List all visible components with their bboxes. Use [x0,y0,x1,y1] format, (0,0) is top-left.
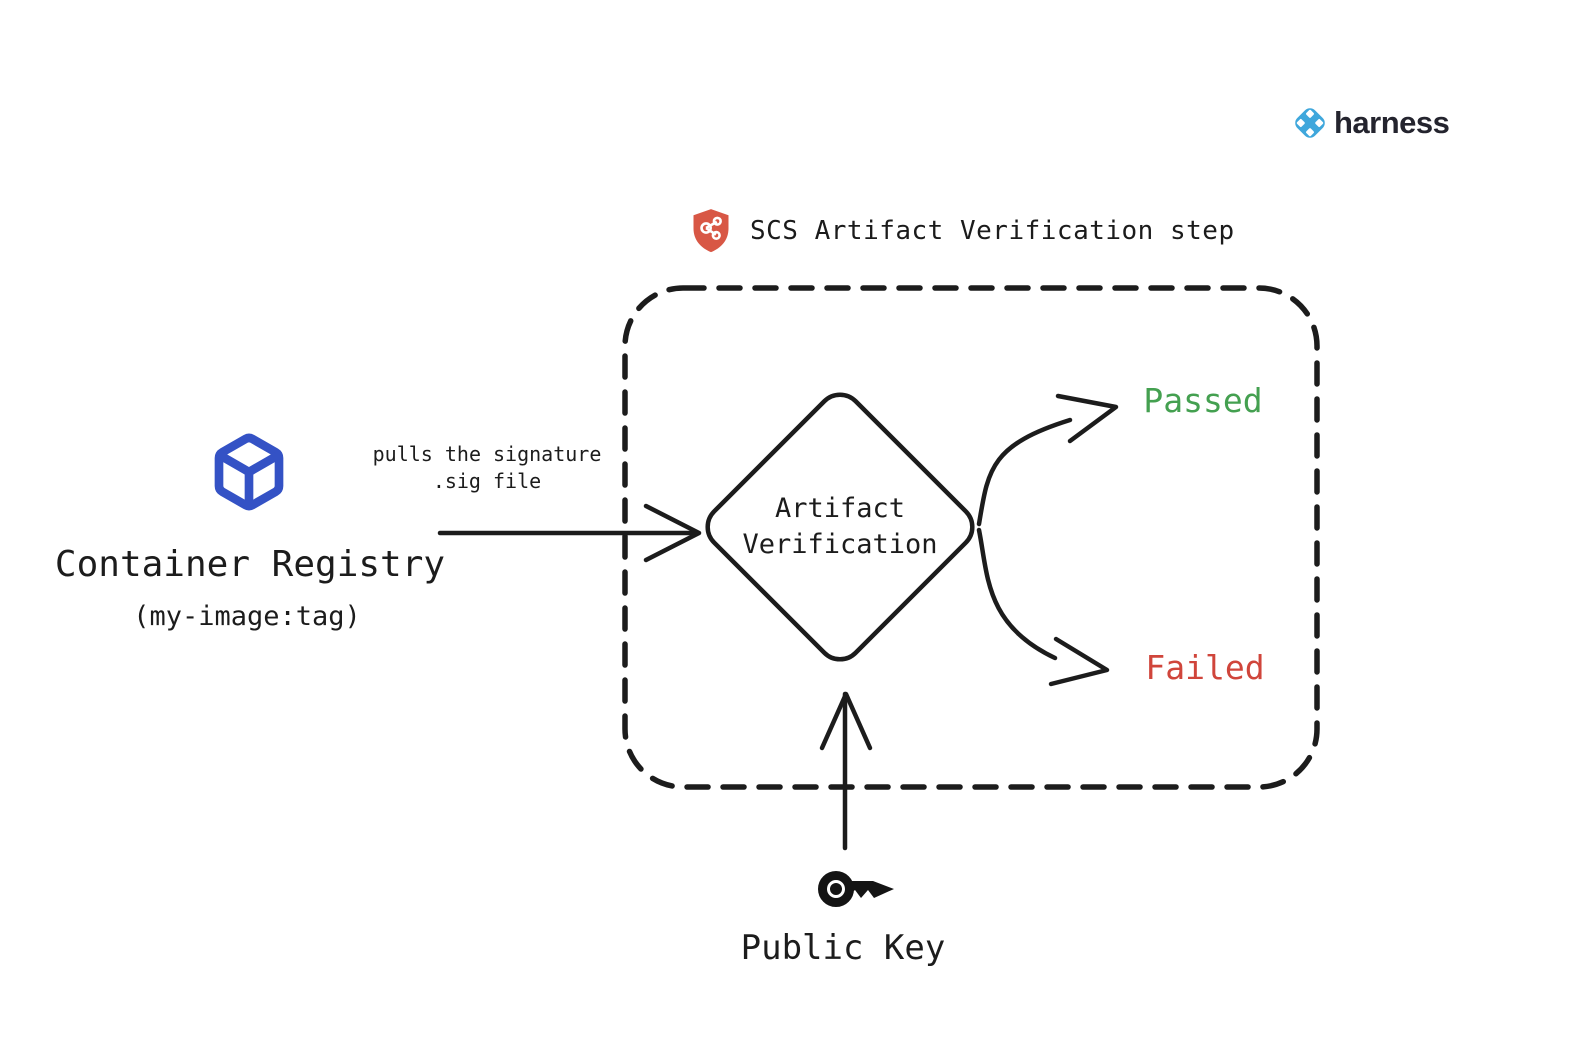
passed-arrow [976,393,1119,527]
harness-diamond-icon [1291,104,1329,142]
step-boundary-box [622,285,1320,790]
shield-supply-chain-icon [690,207,732,255]
key-icon [815,864,901,914]
outcome-passed-label: Passed [1143,381,1263,420]
registry-subtitle: (my-image:tag) [133,601,361,632]
pull-arrow [437,503,702,563]
public-key-label: Public Key [740,928,946,968]
cube-icon [209,430,289,514]
pull-edge-label: pulls the signature .sig file [373,441,602,495]
registry-title: Container Registry [54,544,446,585]
pull-edge-label-line2: .sig file [432,469,542,493]
decision-diamond [705,392,975,662]
decision-label-line2: Verification [742,529,938,560]
failed-arrow [976,527,1110,687]
pull-edge-label-line1: pulls the signature [372,442,602,466]
step-title: SCS Artifact Verification step [750,216,1235,246]
brand-logo: harness [1291,104,1450,142]
brand-wordmark: harness [1334,105,1450,140]
step-header: SCS Artifact Verification step [690,207,1235,255]
public-key-arrow [819,691,873,851]
decision-label: Artifact Verification [742,491,937,563]
decision-label-line1: Artifact [774,493,906,524]
outcome-failed-label: Failed [1145,648,1265,687]
